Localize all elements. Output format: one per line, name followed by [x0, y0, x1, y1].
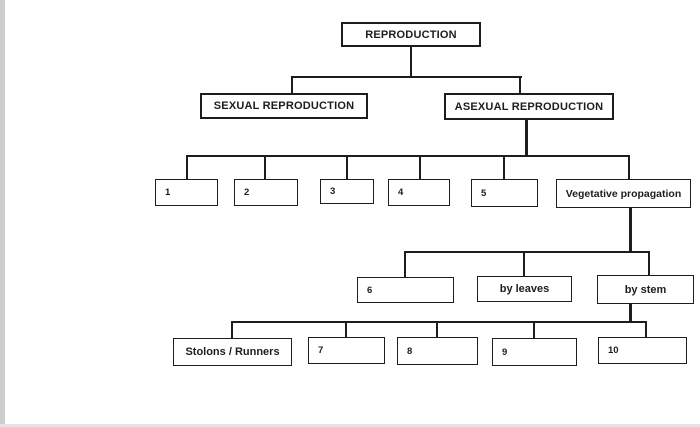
node-blank-8: 8: [397, 337, 478, 365]
connector-by-stem-stem: [629, 303, 632, 322]
connector-blank7-drop: [345, 321, 347, 338]
connector-blank9-drop: [533, 321, 535, 339]
connector-blank4-drop: [419, 155, 421, 180]
node-blank-2: 2: [234, 179, 298, 206]
node-blank-3: 3: [320, 179, 374, 204]
connector-blank10-drop: [645, 321, 647, 338]
node-blank-7: 7: [308, 337, 385, 364]
node-blank-5: 5: [471, 179, 538, 207]
node-blank-6: 6: [357, 277, 454, 303]
connector-blank1-drop: [186, 155, 188, 180]
node-blank-9: 9: [492, 338, 577, 366]
connector-blank2-drop: [264, 155, 266, 180]
connector-asexual-stem: [525, 119, 528, 157]
connector-level3-horizontal: [404, 251, 650, 253]
node-by-stem: by stem: [597, 275, 694, 304]
connector-blank6-drop: [404, 251, 406, 277]
connector-blank8-drop: [436, 321, 438, 338]
node-sexual-reproduction: SEXUAL REPRODUCTION: [200, 93, 368, 119]
node-stolons-runners: Stolons / Runners: [173, 338, 292, 366]
node-reproduction: REPRODUCTION: [341, 22, 481, 47]
node-asexual-reproduction: ASEXUAL REPRODUCTION: [444, 93, 614, 120]
connector-by-stem-drop: [648, 251, 650, 276]
connector-level4-horizontal: [231, 321, 647, 323]
node-by-leaves: by leaves: [477, 276, 572, 302]
connector-blank5-drop: [503, 155, 505, 180]
connector-by-leaves-drop: [523, 251, 525, 277]
node-vegetative-propagation: Vegetative propagation: [556, 179, 691, 208]
connector-asexual-drop: [519, 76, 521, 94]
node-blank-10: 10: [598, 337, 687, 364]
node-blank-1: 1: [155, 179, 218, 206]
connector-level2-horizontal: [186, 155, 630, 157]
connector-vegetative-drop: [628, 155, 630, 180]
page-left-edge: [0, 0, 5, 427]
node-blank-4: 4: [388, 179, 450, 206]
connector-root-stem: [410, 46, 412, 78]
connector-vegetative-stem: [629, 207, 632, 252]
connector-stolons-drop: [231, 321, 233, 338]
page-bottom-edge: [0, 424, 700, 427]
connector-sexual-drop: [291, 76, 293, 94]
connector-level1-horizontal: [291, 76, 522, 78]
connector-blank3-drop: [346, 155, 348, 180]
